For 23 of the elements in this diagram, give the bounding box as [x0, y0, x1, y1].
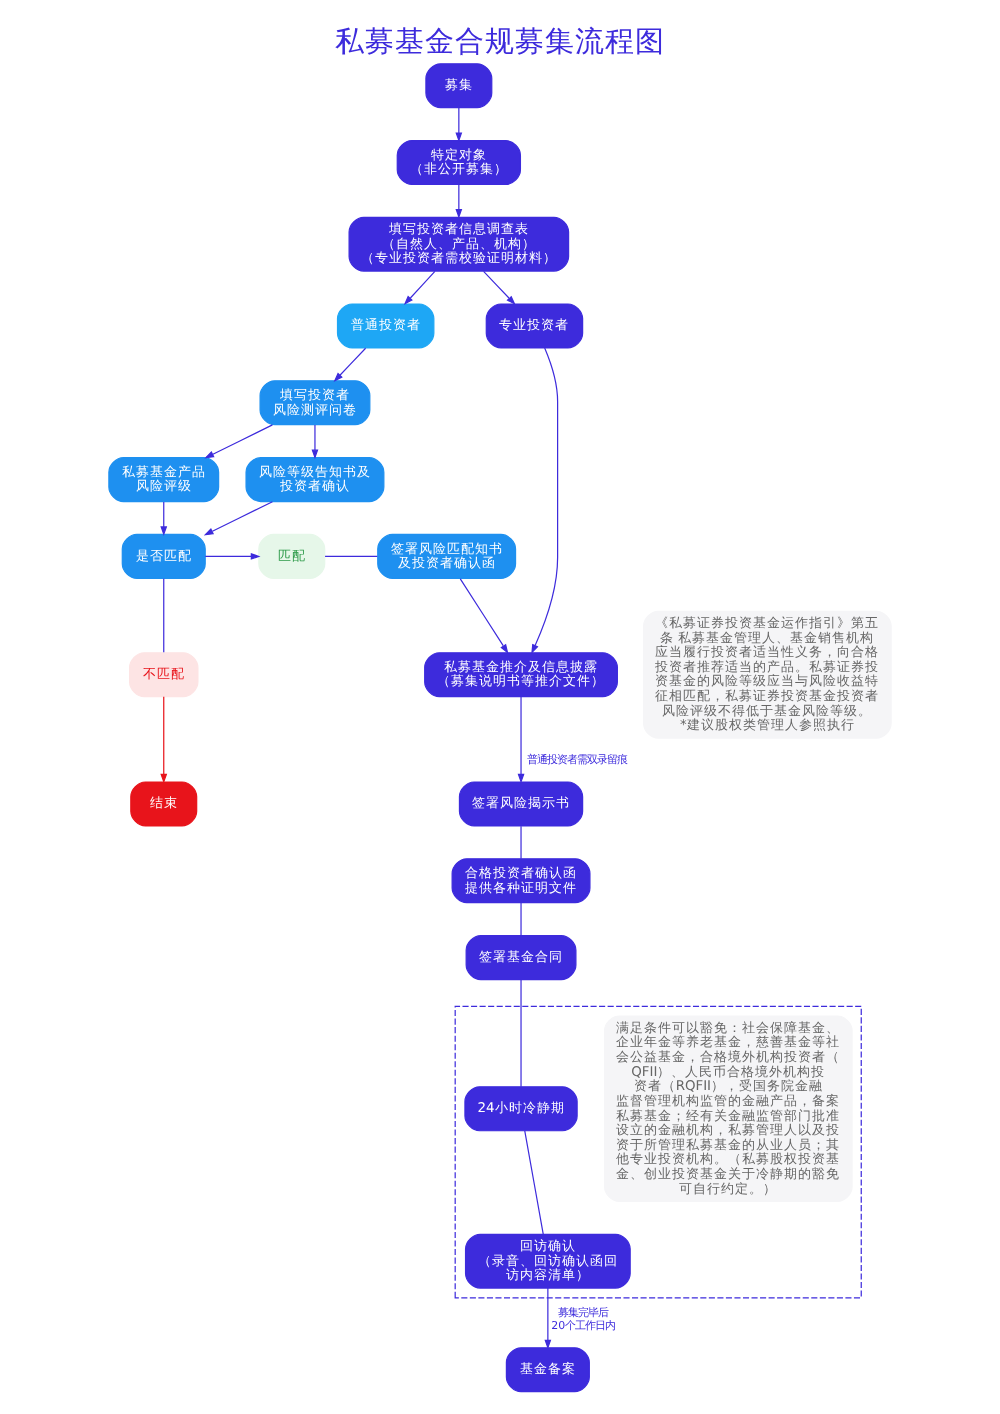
- diagram-title: 私募基金合规募集流程图: [335, 24, 665, 59]
- arrow: [544, 1287, 552, 1350]
- arrow: [455, 183, 463, 219]
- connector: [324, 555, 378, 557]
- arrow: [204, 553, 261, 560]
- connector: [520, 979, 522, 1088]
- arrow: [203, 501, 274, 536]
- arrow: [483, 270, 516, 306]
- arrow: [311, 424, 319, 460]
- arrow: [517, 696, 525, 784]
- connector: [524, 1130, 544, 1235]
- arrow: [333, 347, 367, 382]
- arrow: [455, 107, 463, 143]
- arrow: [160, 696, 168, 784]
- connector: [520, 825, 522, 860]
- cluster: [454, 1005, 862, 1299]
- connector: [520, 902, 522, 937]
- arrow: [160, 501, 168, 537]
- arrow: [204, 424, 274, 459]
- connector: [163, 578, 165, 653]
- arrow: [531, 347, 559, 654]
- arrow: [459, 578, 509, 654]
- arrow: [403, 270, 436, 306]
